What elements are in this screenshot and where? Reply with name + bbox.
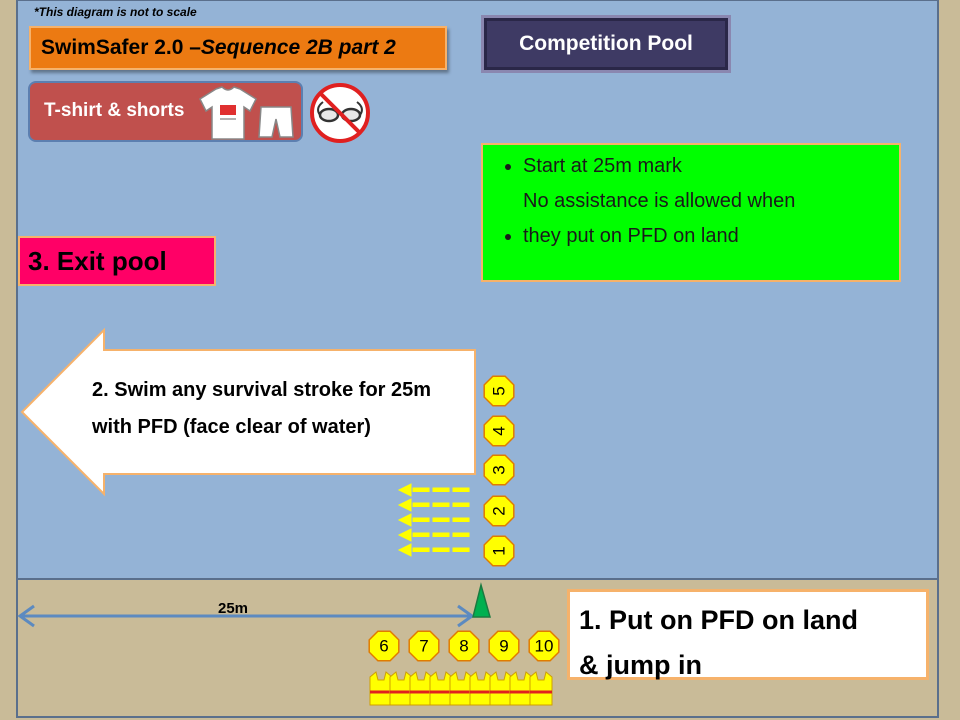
- pfd-vest-icon: [369, 671, 393, 706]
- deck-marker-label: 7: [419, 637, 428, 656]
- lane-marker-label: 4: [490, 426, 509, 435]
- lane-marker-label: 3: [490, 465, 509, 474]
- lane-markers: 1 2 3 4 5: [483, 375, 515, 567]
- pfd-vests: [369, 671, 553, 706]
- step-2-swim-text: 2. Swim any survival stroke for 25m with…: [92, 379, 432, 438]
- pfd-vest-icon: [529, 671, 553, 706]
- deck-marker-9: 9: [488, 630, 520, 662]
- attire-box: T-shirt & shorts: [28, 81, 303, 142]
- lane-marker-label: 5: [490, 386, 509, 395]
- lane-marker-label: 2: [490, 506, 509, 515]
- swim-path-arrow: [397, 543, 470, 557]
- deck-marker-label: 8: [459, 637, 468, 656]
- pfd-vest-icon: [429, 671, 453, 706]
- pfd-vest-icon: [389, 671, 413, 706]
- deck-marker-7: 7: [408, 630, 440, 662]
- pfd-vest-icon: [509, 671, 533, 706]
- deck-marker-8: 8: [448, 630, 480, 662]
- step-3-exit-pool: 3. Exit pool: [18, 236, 216, 286]
- instructions-list: Start at 25m mark No assistance is allow…: [483, 149, 899, 254]
- deck-markers: 6 7 8 9 10: [368, 630, 560, 662]
- deck-marker-6: 6: [368, 630, 400, 662]
- no-goggles-icon: [310, 83, 370, 143]
- pfd-vest-icon: [449, 671, 473, 706]
- instruction-item: Start at 25m mark: [523, 149, 899, 184]
- lane-marker-2: 2: [483, 495, 515, 527]
- title-italic: Sequence 2B part 2: [200, 36, 396, 59]
- title-main: SwimSafer 2.0 –: [41, 36, 201, 59]
- swim-path-arrows: [397, 483, 470, 557]
- page-title: SwimSafer 2.0 – Sequence 2B part 2: [29, 26, 447, 70]
- lane-marker-4: 4: [483, 415, 515, 447]
- swim-path-arrow: [397, 498, 470, 512]
- swim-path-arrow: [397, 528, 470, 542]
- deck-marker-label: 10: [535, 637, 554, 656]
- instructions-box: Start at 25m mark No assistance is allow…: [481, 143, 901, 282]
- pfd-vest-icon: [409, 671, 433, 706]
- shorts-icon: [258, 106, 294, 138]
- scale-note: *This diagram is not to scale: [34, 5, 197, 19]
- tshirt-icon: [199, 86, 257, 140]
- lane-marker-label: 1: [490, 546, 509, 555]
- start-marker-icon: [472, 582, 491, 618]
- lane-marker-3: 3: [483, 454, 515, 486]
- instruction-item: No assistance is allowed when they put o…: [523, 184, 899, 254]
- step-1-line-2: & jump in: [579, 650, 702, 680]
- lane-marker-5: 5: [483, 375, 515, 407]
- pfd-vest-icon: [469, 671, 493, 706]
- swim-path-arrow: [397, 483, 470, 497]
- distance-arrow: [17, 604, 475, 628]
- step-1-line-1: 1. Put on PFD on land: [579, 605, 858, 635]
- attire-label: T-shirt & shorts: [44, 100, 185, 121]
- step-1-box: 1. Put on PFD on land & jump in: [567, 589, 929, 680]
- lane-marker-1: 1: [483, 535, 515, 567]
- deck-marker-10: 10: [528, 630, 560, 662]
- deck-marker-label: 6: [379, 637, 388, 656]
- swim-direction-arrow: [20, 327, 476, 497]
- swim-path-arrow: [397, 513, 470, 527]
- pfd-vest-icon: [489, 671, 513, 706]
- deck-marker-label: 9: [499, 637, 508, 656]
- pool-label: Competition Pool: [481, 15, 731, 73]
- distance-label: 25m: [218, 600, 249, 617]
